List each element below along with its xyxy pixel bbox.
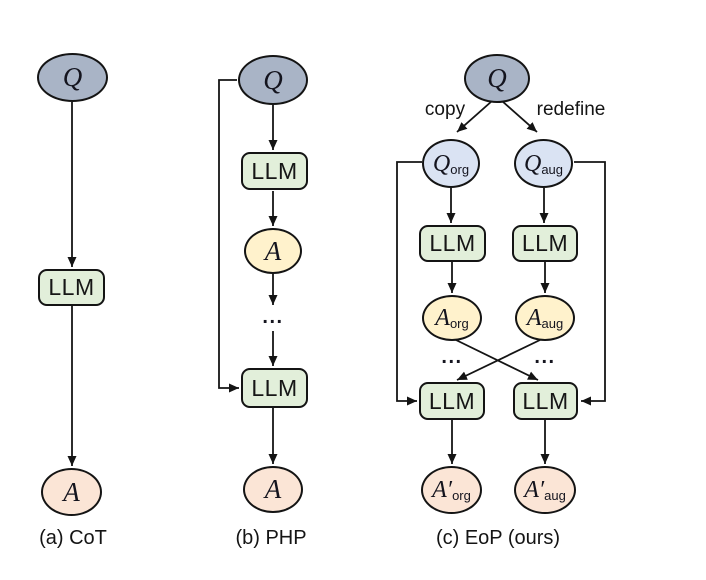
caption-eop: (c) EoP (ours) (435, 527, 561, 549)
eop-llm-aug-last-label: LLM (522, 387, 569, 414)
eop-a-aug-node: Aaug (515, 295, 575, 341)
math-main: Q (432, 150, 451, 177)
cot-llm-node: LLM (38, 269, 105, 306)
arrow-eop-feedback-qorg-to-llm (396, 161, 422, 406)
math-sub: org (450, 161, 470, 177)
php-llm-first-label: LLM (251, 157, 298, 184)
eop-llm-org-first-label: LLM (429, 230, 476, 256)
math-sub: org (452, 488, 471, 503)
math-main: Q (523, 150, 542, 177)
arrow-eop-feedback-qaug-to-llm (574, 161, 606, 406)
eop-a-aug-label: Aaug (527, 306, 563, 330)
eop-a-aug-prime-label: A′aug (524, 478, 566, 502)
cot-answer-label: A (63, 476, 80, 507)
arrow-eop-q-to-qaug (501, 100, 538, 133)
eop-llm-org-last-node: LLM (419, 382, 485, 420)
math-main: A′ (432, 477, 453, 503)
cot-question-label: Q (62, 62, 83, 92)
math-sub: org (449, 316, 469, 331)
eop-llm-aug-last-node: LLM (513, 382, 578, 420)
cot-answer-node: A (41, 468, 102, 516)
eop-question-label: Q (487, 63, 507, 93)
eop-ellipsis-right: ... (534, 346, 556, 368)
eop-a-aug-prime-node: A′aug (514, 466, 576, 514)
math-sub: aug (541, 316, 564, 331)
eop-q-org-label: Qorg (433, 152, 469, 176)
math-main: A′ (524, 477, 545, 503)
arrow-eop-aaug-cross-to-left-llm (456, 339, 541, 381)
eop-llm-org-last-label: LLM (428, 387, 476, 414)
php-answer-node: A (243, 466, 303, 513)
eop-ellipsis-left: ... (441, 346, 463, 368)
cot-llm-label: LLM (48, 274, 95, 300)
caption-cot: (a) CoT (39, 527, 107, 549)
eop-a-org-node: Aorg (422, 295, 482, 341)
arrow-eop-q-to-qorg (456, 100, 493, 133)
eop-redefine-edge-label: redefine (536, 99, 606, 120)
eop-q-org-node: Qorg (422, 139, 480, 188)
eop-copy-edge-label: copy (424, 99, 466, 120)
eop-question-node: Q (464, 54, 530, 103)
php-answer-label: A (264, 474, 282, 504)
eop-a-org-prime-label: A′org (432, 478, 471, 502)
cot-question-node: Q (37, 53, 108, 102)
math-main: A (435, 305, 450, 331)
eop-llm-org-first-node: LLM (419, 225, 486, 262)
php-llm-last-label: LLM (251, 374, 298, 401)
arrow-php-feedback-q-to-llm (218, 79, 239, 393)
php-intermediate-answer-node: A (244, 228, 302, 274)
eop-llm-aug-first-label: LLM (521, 230, 569, 256)
php-llm-first-node: LLM (241, 152, 308, 190)
eop-a-org-label: Aorg (435, 306, 468, 330)
math-sub: aug (544, 488, 566, 503)
php-question-label: Q (263, 64, 283, 95)
php-intermediate-answer-label: A (264, 235, 282, 266)
eop-llm-aug-first-node: LLM (512, 225, 578, 262)
math-main: A (526, 305, 542, 331)
php-llm-last-node: LLM (241, 368, 308, 408)
php-question-node: Q (238, 55, 308, 105)
eop-q-aug-label: Qaug (524, 152, 563, 176)
php-ellipsis: ... (262, 306, 284, 328)
eop-a-org-prime-node: A′org (421, 466, 482, 514)
math-sub: aug (541, 161, 564, 177)
eop-q-aug-node: Qaug (514, 139, 573, 188)
caption-php: (b) PHP (235, 527, 307, 549)
